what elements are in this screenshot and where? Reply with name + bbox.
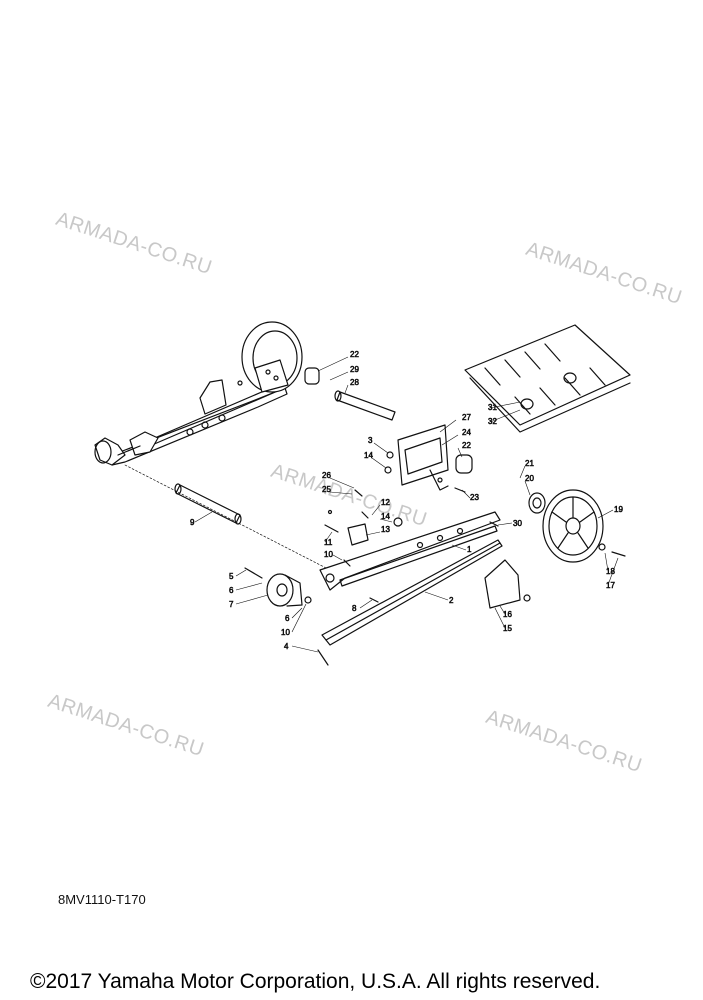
callout-14b: 14 xyxy=(381,512,390,521)
callout-14a: 14 xyxy=(364,451,373,460)
callout-23: 23 xyxy=(470,493,479,502)
callout-10b: 10 xyxy=(281,628,290,637)
callout-25: 25 xyxy=(322,485,331,494)
callout-8: 8 xyxy=(352,604,357,613)
callout-29: 29 xyxy=(350,365,359,374)
spacer-tube xyxy=(124,464,331,571)
callout-3: 3 xyxy=(368,436,373,445)
callout-30: 30 xyxy=(513,519,522,528)
callout-28: 28 xyxy=(350,378,359,387)
diagram-code: 8MV1110-T170 xyxy=(58,892,146,907)
callout-6a: 6 xyxy=(229,586,234,595)
idler-wheel xyxy=(528,489,604,563)
rail-left xyxy=(94,321,303,466)
rear-bracket xyxy=(484,559,531,609)
bracket-plate xyxy=(397,424,473,491)
callout-32: 32 xyxy=(488,417,497,426)
callout-5: 5 xyxy=(229,572,234,581)
front-wheel-assy xyxy=(244,567,312,607)
callout-22b: 22 xyxy=(462,441,471,450)
wear-bar xyxy=(321,539,503,646)
callout-21: 21 xyxy=(525,459,534,468)
callout-27: 27 xyxy=(462,413,471,422)
track-segment xyxy=(464,324,631,433)
callout-labels: 22 29 28 3 27 24 22 14 26 25 21 20 23 30… xyxy=(190,350,624,653)
copyright-notice: ©2017 Yamaha Motor Corporation, U.S.A. A… xyxy=(30,970,601,993)
callout-12: 12 xyxy=(381,498,390,507)
slider-block xyxy=(347,517,403,546)
callout-13: 13 xyxy=(381,525,390,534)
callout-9: 9 xyxy=(190,518,195,527)
callout-26: 26 xyxy=(322,471,331,480)
callout-19: 19 xyxy=(614,505,623,514)
callout-1: 1 xyxy=(467,545,472,554)
callout-6b: 6 xyxy=(285,614,290,623)
callout-17: 17 xyxy=(606,581,615,590)
callout-22a: 22 xyxy=(350,350,359,359)
callout-11: 11 xyxy=(324,538,333,547)
callout-24: 24 xyxy=(462,428,471,437)
callout-31: 31 xyxy=(488,403,497,412)
callout-10a: 10 xyxy=(324,550,333,559)
callout-7: 7 xyxy=(229,600,234,609)
callout-15: 15 xyxy=(503,624,512,633)
callout-4: 4 xyxy=(284,642,289,651)
callout-16: 16 xyxy=(503,610,512,619)
callout-2: 2 xyxy=(449,596,454,605)
cross-shaft xyxy=(304,367,396,421)
rail-right xyxy=(319,511,501,591)
callout-18: 18 xyxy=(606,567,615,576)
fasteners xyxy=(237,380,626,666)
callout-20: 20 xyxy=(525,474,534,483)
